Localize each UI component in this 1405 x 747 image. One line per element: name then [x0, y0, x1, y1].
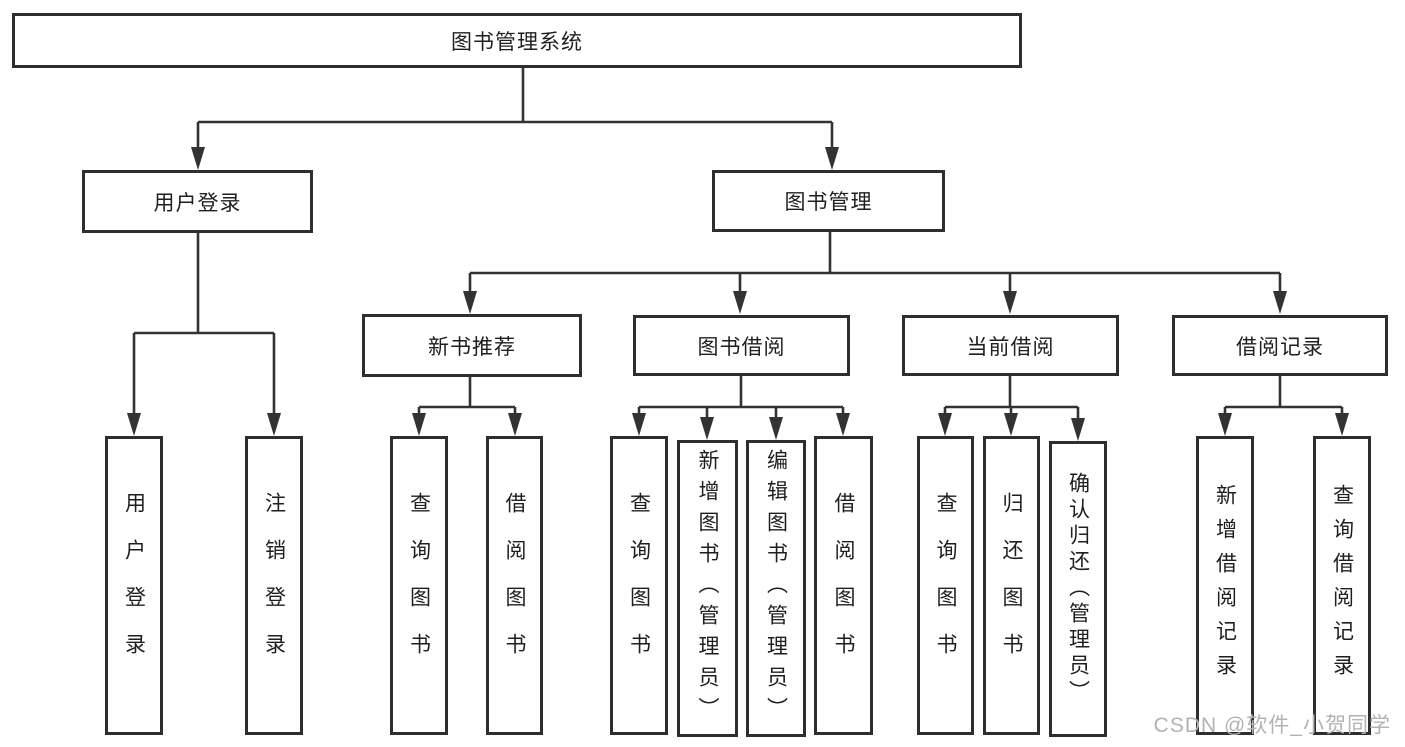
leaf-recommend-borrow-books-label: 借阅图书 — [503, 491, 526, 680]
leaf-recommend-query-books-label: 查询图书 — [407, 491, 431, 680]
leaf-borrow-borrow-books: 借阅图书 — [814, 436, 873, 735]
node-new-book-recommend: 新书推荐 — [362, 314, 582, 377]
node-user-login-label: 用户登录 — [153, 191, 242, 215]
leaf-borrow-add-books-admin-label: 新增图书（管理员） — [696, 449, 719, 728]
node-book-management: 图书管理 — [712, 170, 945, 232]
leaf-borrow-query-books-label: 查询图书 — [627, 491, 651, 680]
leaf-recommend-query-books: 查询图书 — [390, 436, 448, 735]
edge-root-split — [196, 68, 834, 158]
leaf-current-confirm-return-admin-label: 确认归还（管理员） — [1066, 472, 1090, 706]
node-borrow-records: 借阅记录 — [1172, 315, 1388, 376]
leaf-borrow-borrow-books-label: 借阅图书 — [832, 491, 855, 680]
edge-bookborrow-split — [637, 376, 845, 428]
edge-currentborrow-split — [943, 376, 1080, 429]
leaf-borrow-add-books-admin: 新增图书（管理员） — [677, 440, 738, 737]
edge-userlogin-split — [132, 233, 276, 424]
leaf-borrow-edit-books-admin-label: 编辑图书（管理员） — [764, 449, 788, 728]
leaf-user-login-label: 用户登录 — [122, 491, 146, 680]
leaf-records-add-record: 新增借阅记录 — [1196, 436, 1254, 735]
node-user-login: 用户登录 — [82, 170, 313, 233]
leaf-current-query-books: 查询图书 — [917, 436, 974, 735]
edge-bookmgmt-split — [468, 232, 1282, 302]
node-new-book-recommend-label: 新书推荐 — [428, 335, 516, 359]
node-borrow-records-label: 借阅记录 — [1236, 335, 1324, 359]
leaf-current-query-books-label: 查询图书 — [934, 491, 957, 680]
leaf-user-login: 用户登录 — [105, 436, 163, 735]
node-book-borrow-label: 图书借阅 — [697, 335, 786, 359]
node-book-management-label: 图书管理 — [784, 191, 873, 214]
edge-newbookrec-split — [417, 377, 517, 424]
leaf-logout-login-label: 注销登录 — [262, 491, 286, 680]
leaf-records-query-record: 查询借阅记录 — [1313, 436, 1371, 735]
node-root-label: 图书管理系统 — [451, 30, 583, 54]
leaf-borrow-query-books: 查询图书 — [610, 436, 668, 735]
csdn-watermark: CSDN @软件_小贺同学 — [1153, 714, 1391, 737]
edge-borrowrecords-split — [1223, 376, 1344, 424]
leaf-borrow-edit-books-admin: 编辑图书（管理员） — [746, 440, 806, 737]
leaf-recommend-borrow-books: 借阅图书 — [486, 436, 543, 735]
leaf-current-return-books-label: 归还图书 — [1000, 491, 1023, 680]
leaf-current-confirm-return-admin: 确认归还（管理员） — [1049, 441, 1107, 737]
node-book-borrow: 图书借阅 — [633, 315, 850, 376]
leaf-current-return-books: 归还图书 — [983, 436, 1040, 735]
leaf-logout-login: 注销登录 — [245, 436, 303, 735]
node-current-borrow-label: 当前借阅 — [966, 335, 1055, 359]
node-current-borrow: 当前借阅 — [902, 315, 1119, 376]
node-root: 图书管理系统 — [12, 13, 1022, 68]
leaf-records-add-record-label: 新增借阅记录 — [1213, 483, 1237, 688]
leaf-records-query-record-label: 查询借阅记录 — [1330, 483, 1354, 688]
